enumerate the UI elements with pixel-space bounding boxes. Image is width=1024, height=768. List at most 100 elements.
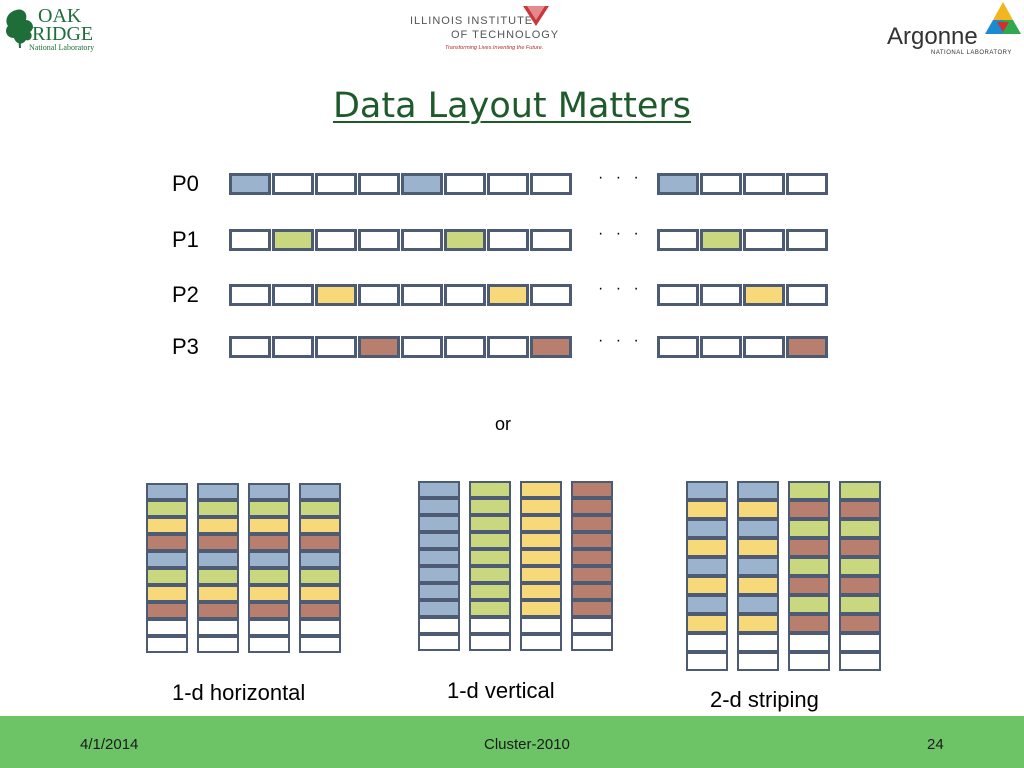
- data-block: [520, 481, 562, 498]
- data-block: [520, 515, 562, 532]
- data-block: [788, 500, 830, 519]
- data-block: [657, 173, 699, 195]
- row-label-2: P2: [172, 282, 199, 307]
- data-block: [418, 481, 460, 498]
- data-block: [686, 481, 728, 500]
- data-block: [272, 284, 314, 306]
- data-block: [197, 500, 239, 517]
- row-main-cells-2: [229, 284, 573, 306]
- row-label-0: P0: [172, 171, 199, 196]
- data-block: [248, 568, 290, 585]
- data-block: [737, 576, 779, 595]
- data-block: [571, 549, 613, 566]
- data-block: [686, 519, 728, 538]
- layout-caption-1: 1-d vertical: [447, 678, 555, 703]
- data-block: [520, 600, 562, 617]
- data-block: [469, 617, 511, 634]
- data-block: [418, 583, 460, 600]
- layout-column: [520, 481, 562, 651]
- data-block: [469, 583, 511, 600]
- data-block: [786, 284, 828, 306]
- data-block: [469, 498, 511, 515]
- data-block: [788, 595, 830, 614]
- footer-page-number: 24: [927, 736, 944, 753]
- layout-caption-0: 1-d horizontal: [172, 680, 306, 705]
- data-block: [401, 336, 443, 358]
- data-block: [248, 619, 290, 636]
- layout-column: [686, 481, 728, 671]
- footer-date: 4/1/2014: [80, 736, 139, 753]
- data-block: [299, 636, 341, 653]
- data-block: [530, 229, 572, 251]
- data-block: [248, 534, 290, 551]
- data-block: [229, 173, 271, 195]
- data-block: [700, 173, 742, 195]
- data-block: [469, 515, 511, 532]
- data-block: [299, 534, 341, 551]
- data-block: [530, 173, 572, 195]
- data-block: [299, 602, 341, 619]
- data-block: [737, 538, 779, 557]
- data-block: [686, 595, 728, 614]
- data-block: [700, 229, 742, 251]
- data-block: [146, 551, 188, 568]
- data-block: [571, 617, 613, 634]
- data-block: [272, 229, 314, 251]
- data-block: [520, 566, 562, 583]
- data-block: [839, 614, 881, 633]
- row-label-3: P3: [172, 334, 199, 359]
- data-block: [839, 500, 881, 519]
- data-block: [839, 557, 881, 576]
- data-block: [401, 173, 443, 195]
- data-block: [229, 284, 271, 306]
- data-block: [469, 549, 511, 566]
- data-block: [358, 336, 400, 358]
- data-block: [487, 336, 529, 358]
- data-block: [418, 566, 460, 583]
- data-block: [248, 602, 290, 619]
- row-tail-cells-2: [657, 284, 829, 306]
- data-block: [197, 551, 239, 568]
- data-block: [401, 229, 443, 251]
- data-block: [469, 481, 511, 498]
- ornl-logo: OAK RIDGE National Laboratory: [6, 5, 94, 52]
- data-block: [520, 549, 562, 566]
- data-block: [469, 600, 511, 617]
- data-block: [788, 614, 830, 633]
- data-block: [686, 576, 728, 595]
- layout-caption-2: 2-d striping: [710, 687, 819, 712]
- footer-title: Cluster-2010: [484, 736, 570, 753]
- layout-column: [737, 481, 779, 671]
- data-block: [657, 336, 699, 358]
- data-block: [418, 600, 460, 617]
- data-block: [487, 173, 529, 195]
- data-block: [839, 633, 881, 652]
- data-block: [487, 229, 529, 251]
- row-main-cells-0: [229, 173, 573, 195]
- data-block: [469, 566, 511, 583]
- data-block: [520, 498, 562, 515]
- data-block: [839, 652, 881, 671]
- data-block: [248, 636, 290, 653]
- footer-bar: 4/1/2014 Cluster-2010 24: [0, 716, 1024, 768]
- data-block: [248, 483, 290, 500]
- data-block: [146, 619, 188, 636]
- ellipsis: · · ·: [598, 280, 643, 297]
- data-block: [358, 229, 400, 251]
- data-block: [571, 532, 613, 549]
- data-block: [418, 532, 460, 549]
- data-block: [743, 173, 785, 195]
- layout-column: [788, 481, 830, 671]
- data-block: [248, 517, 290, 534]
- data-block: [786, 229, 828, 251]
- data-block: [272, 336, 314, 358]
- data-block: [469, 532, 511, 549]
- data-block: [571, 600, 613, 617]
- data-block: [786, 173, 828, 195]
- data-block: [197, 585, 239, 602]
- data-block: [530, 284, 572, 306]
- data-block: [657, 284, 699, 306]
- data-block: [686, 500, 728, 519]
- data-block: [571, 498, 613, 515]
- data-block: [737, 500, 779, 519]
